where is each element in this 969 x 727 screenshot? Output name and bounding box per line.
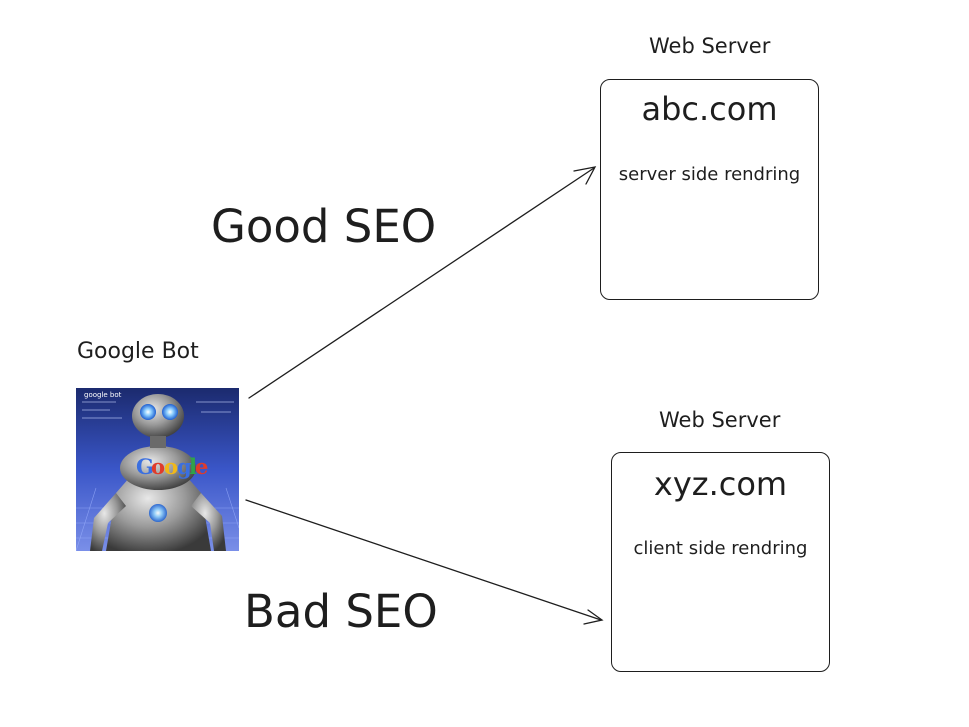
server-rendering-abc: server side rendring bbox=[618, 164, 801, 185]
good-seo-arrow bbox=[248, 167, 595, 399]
svg-text:G: G bbox=[136, 454, 154, 479]
good-seo-arrowhead bbox=[573, 166, 597, 185]
web-server-box-abc: abc.com server side rendring bbox=[600, 79, 819, 300]
bad-seo-label: Bad SEO bbox=[244, 585, 438, 638]
svg-text:e: e bbox=[195, 454, 208, 479]
web-server-caption-xyz: Web Server bbox=[659, 408, 781, 432]
bad-seo-arrowhead bbox=[583, 609, 604, 625]
google-bot-robot-image: google bot G o o g l e bbox=[76, 388, 239, 551]
svg-text:l: l bbox=[189, 454, 197, 479]
svg-text:g: g bbox=[177, 454, 192, 479]
svg-text:o: o bbox=[151, 454, 165, 479]
web-server-box-xyz: xyz.com client side rendring bbox=[611, 452, 830, 672]
google-bot-title: Google Bot bbox=[77, 339, 199, 364]
server-rendering-xyz: client side rendring bbox=[633, 538, 808, 559]
good-seo-label: Good SEO bbox=[211, 200, 437, 253]
bad-seo-arrow bbox=[245, 499, 602, 621]
server-domain-abc: abc.com bbox=[641, 90, 778, 128]
web-server-caption-abc: Web Server bbox=[649, 34, 771, 58]
svg-text:google bot: google bot bbox=[84, 391, 122, 399]
server-domain-xyz: xyz.com bbox=[653, 465, 788, 503]
svg-text:o: o bbox=[164, 454, 178, 479]
